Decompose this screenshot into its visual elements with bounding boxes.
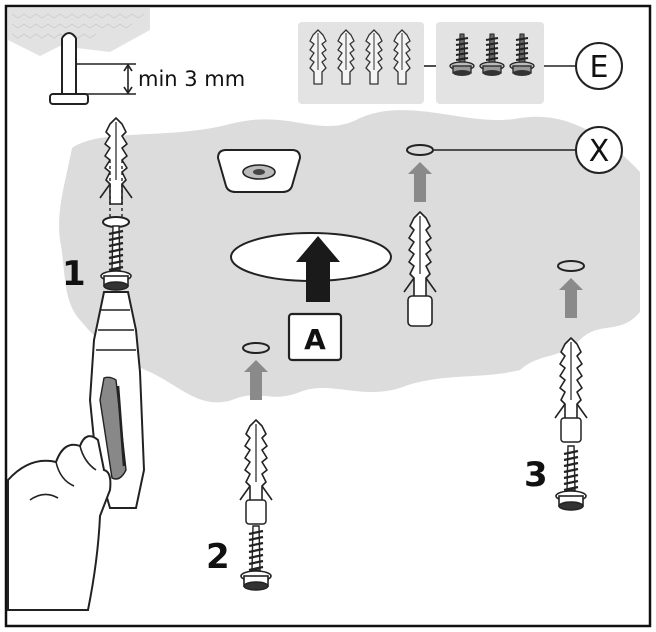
- min-depth-label: min 3 mm: [138, 67, 245, 91]
- step-3-assembly: [554, 337, 588, 512]
- callout-e: E: [575, 42, 623, 90]
- callout-x-label: X: [589, 134, 610, 169]
- kit-dowels-box: [298, 22, 424, 104]
- wall-plug-icon: [403, 211, 437, 327]
- step-2-assembly: [239, 419, 273, 592]
- callout-e-label: E: [590, 50, 609, 85]
- step-3-label: 3: [524, 455, 548, 495]
- mounting-bracket-icon: [216, 149, 302, 193]
- ceiling-texture: [8, 8, 150, 56]
- step-1-label: 1: [62, 254, 86, 294]
- kit-screws-box: [436, 22, 544, 104]
- step-2-label: 2: [206, 537, 230, 577]
- component-a-box: A: [287, 312, 343, 362]
- depth-detail: [49, 32, 136, 105]
- drill-icon: [88, 291, 146, 509]
- hand-icon: [7, 435, 112, 611]
- callout-x: X: [575, 126, 623, 174]
- component-a-label: A: [304, 323, 326, 356]
- step-1-assembly: [99, 117, 133, 292]
- push-up-arrow: [296, 236, 340, 302]
